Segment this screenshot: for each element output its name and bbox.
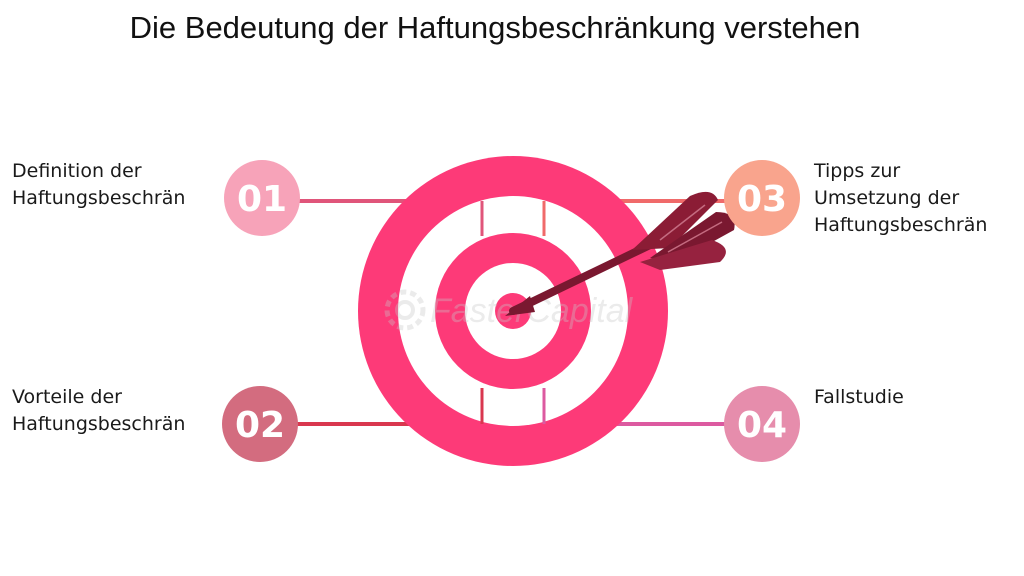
dart-arrow-icon — [505, 191, 735, 316]
badge-number-03: 03 — [737, 179, 787, 220]
item-label-04: Fallstudie — [814, 386, 904, 408]
badge-01: 01 — [224, 160, 300, 236]
badge-number-04: 04 — [737, 405, 787, 446]
badge-03: 03 — [724, 160, 800, 236]
badge-02: 02 — [222, 386, 298, 462]
item-label-02: Vorteile der Haftungsbeschrän — [12, 386, 186, 435]
page-title: Die Bedeutung der Haftungsbeschränkung v… — [129, 10, 861, 45]
badge-number-01: 01 — [237, 179, 287, 220]
item-label-01: Definition der Haftungsbeschrän — [12, 160, 186, 209]
item-label-03: Tipps zur Umsetzung der Haftungsbeschrän — [814, 160, 988, 236]
badge-number-02: 02 — [235, 405, 285, 446]
badge-04: 04 — [724, 386, 800, 462]
